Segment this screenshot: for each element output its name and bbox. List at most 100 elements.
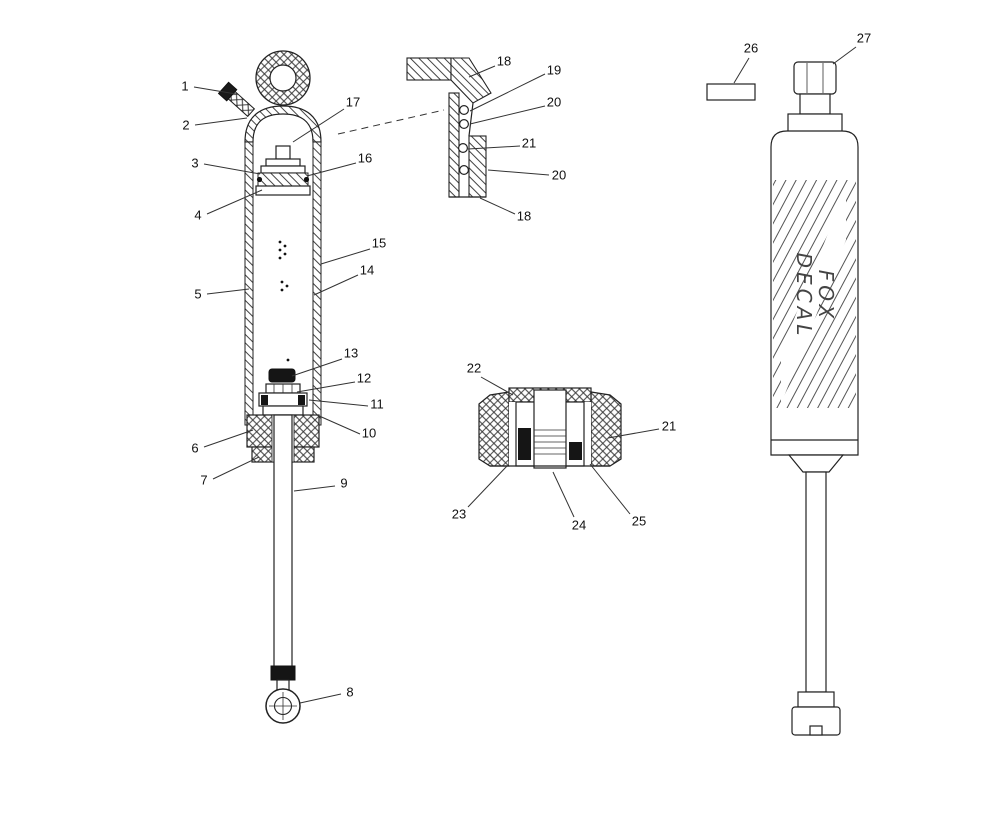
callout-18b: 18	[517, 209, 531, 224]
valve-cap	[217, 81, 238, 102]
decal-line-2: DECAL	[792, 253, 816, 340]
upper-eyelet	[255, 50, 311, 106]
seal-cap-left-knurl	[478, 391, 510, 467]
leader-3	[203, 163, 261, 175]
callout-15: 15	[372, 236, 386, 251]
leader-24	[552, 471, 575, 518]
callout-18a: 18	[497, 54, 511, 69]
leader-12	[296, 381, 356, 393]
callout-16: 16	[358, 151, 372, 166]
leader-5	[206, 288, 250, 295]
bottom-clevis	[791, 691, 841, 736]
seal-cap-right-knurl	[590, 391, 622, 467]
leader-9	[293, 485, 336, 492]
leader-11	[308, 399, 369, 407]
callout-10: 10	[362, 426, 376, 441]
callout-17: 17	[346, 95, 360, 110]
seal-cap-bore	[533, 389, 567, 469]
callout-12: 12	[357, 371, 371, 386]
section-reference-line	[337, 109, 445, 135]
callouts: 1 2 3 4 5 6 7 8 9 10 11 12 13 14 15 16 1…	[181, 31, 871, 704]
seal-dark-right	[569, 442, 582, 460]
lower-eyelet	[265, 688, 301, 724]
leader-2	[194, 117, 248, 126]
seal-dark-left	[518, 428, 531, 460]
callout-8: 8	[346, 685, 353, 700]
detail-right-wall	[468, 135, 487, 198]
bore-threads	[534, 429, 566, 455]
leader-21a	[467, 145, 521, 150]
shaft-end-spacer	[270, 665, 296, 681]
leader-20b	[487, 169, 550, 176]
callout-9: 9	[340, 476, 347, 491]
seal-head-detail	[478, 387, 622, 469]
assembled-shaft	[805, 471, 827, 693]
leader-4	[206, 189, 263, 215]
air-valve	[217, 81, 256, 118]
shock-shaft	[273, 414, 293, 669]
callout-14: 14	[360, 263, 374, 278]
callout-23: 23	[452, 507, 466, 522]
callout-1: 1	[181, 79, 188, 94]
leader-17	[292, 108, 345, 143]
detail-top-bar	[406, 57, 452, 81]
floating-piston	[268, 368, 296, 383]
decal-text: FOX DECAL	[792, 253, 838, 340]
callout-7: 7	[200, 473, 207, 488]
body-cap-dome	[244, 105, 322, 143]
callout-20a: 20	[547, 95, 561, 110]
ball-19	[459, 104, 470, 115]
leader-6	[203, 429, 254, 448]
leader-13	[291, 358, 343, 377]
leader-15	[320, 248, 371, 265]
leader-27	[832, 46, 857, 65]
callout-27: 27	[857, 31, 871, 46]
seal-oring-right	[303, 176, 310, 183]
leader-20a	[469, 105, 546, 125]
leader-14	[313, 274, 359, 296]
mount-spacer-26	[706, 83, 756, 101]
callout-24: 24	[572, 518, 586, 533]
callout-2: 2	[182, 118, 189, 133]
seal-oring-left	[256, 176, 263, 183]
callout-13: 13	[344, 346, 358, 361]
leader-7	[212, 456, 260, 480]
leader-8	[299, 693, 342, 704]
oring-21	[458, 143, 469, 154]
decal-clear-strip	[781, 188, 846, 404]
callout-5: 5	[194, 287, 201, 302]
callout-3: 3	[191, 156, 198, 171]
reservoir-port-detail	[406, 57, 492, 198]
leader-19	[469, 73, 546, 112]
callout-6: 6	[191, 441, 198, 456]
callout-19: 19	[547, 63, 561, 78]
callout-21a: 21	[522, 136, 536, 151]
seal-right	[298, 395, 305, 405]
leader-18a	[468, 65, 496, 78]
assembled-shock-view: FOX DECAL	[706, 61, 859, 736]
leader-1	[193, 86, 237, 95]
leader-21b	[607, 428, 660, 439]
leader-25	[589, 463, 631, 515]
detail-left-wall	[448, 92, 460, 198]
oring-20-upper	[459, 118, 470, 129]
decal-line-1: FOX	[814, 270, 838, 322]
seal-left	[261, 395, 268, 405]
detail-orings	[458, 104, 470, 176]
spacer-bumper-stack	[258, 383, 308, 416]
callout-25: 25	[632, 514, 646, 529]
bleed-holes	[278, 240, 290, 362]
callout-22: 22	[467, 361, 481, 376]
detail-angled-arm	[450, 57, 492, 104]
top-cap-27	[787, 61, 843, 133]
piston-head-assembly	[255, 145, 311, 196]
callout-26: 26	[744, 41, 758, 56]
leader-23	[467, 465, 508, 508]
leader-26	[733, 57, 750, 84]
shock-cross-section-view	[217, 50, 322, 724]
callout-20b: 20	[552, 168, 566, 183]
leader-10	[316, 414, 361, 435]
leader-16	[306, 162, 357, 177]
